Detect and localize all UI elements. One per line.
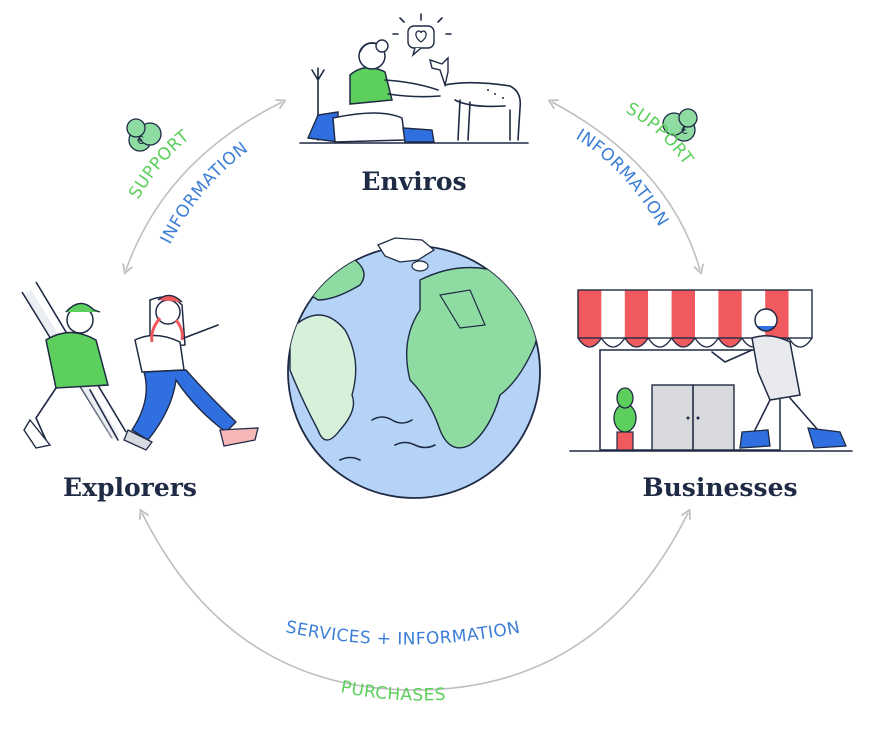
explorers-illustration [21, 281, 259, 451]
arrow-explorers-businesses [139, 508, 691, 691]
bottom-services-label: SERVICES + INFORMATION [284, 617, 522, 649]
arrow-enviros-businesses [547, 99, 704, 275]
svg-text:€: € [137, 134, 144, 147]
person-icon [711, 308, 847, 449]
globe-icon [287, 237, 541, 499]
svg-text:€: € [681, 124, 688, 137]
flow-arrows [122, 99, 704, 691]
explorers-label: Explorers [63, 473, 197, 502]
enviros-illustration [299, 13, 529, 144]
storefront-icon [569, 289, 853, 452]
businesses-label: Businesses [642, 473, 797, 502]
coin-stack-icon: € [126, 118, 162, 152]
coin-stack-icon: € [662, 108, 698, 142]
arrow-enviros-explorers [122, 99, 287, 275]
enviros-label: Enviros [361, 167, 466, 196]
businesses-illustration [569, 289, 853, 452]
bottom-purchases-label: PURCHASES [339, 677, 446, 705]
heart-speech-bubble-icon [392, 13, 452, 58]
